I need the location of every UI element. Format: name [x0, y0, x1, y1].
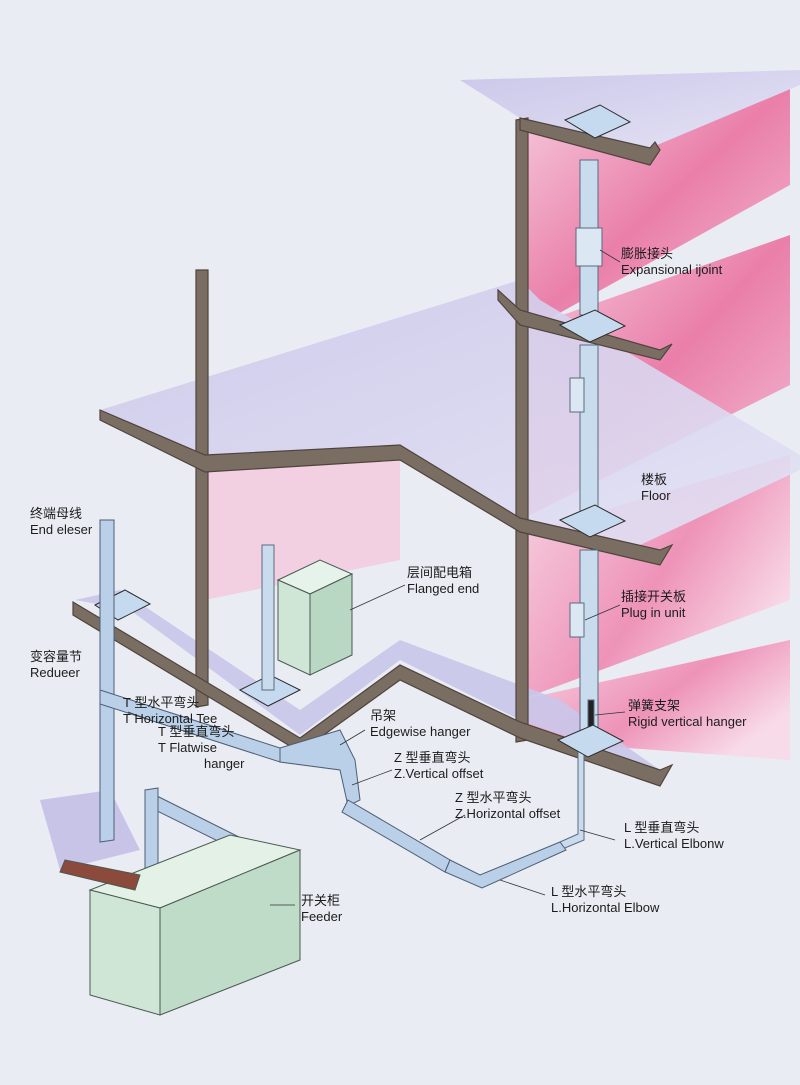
leader-expansion [599, 249, 621, 263]
run-l-elbow [444, 841, 567, 889]
column-left [195, 269, 209, 708]
beam-middle [497, 288, 673, 361]
leader-lines [127, 249, 626, 906]
collar-top [563, 104, 632, 139]
label-edgewise-hanger: 吊架 Edgewise hanger [370, 708, 471, 739]
distribution-box [261, 544, 354, 691]
beam-upper-zig [99, 409, 674, 566]
beam-lower-zig [72, 600, 674, 787]
box-side [309, 573, 353, 676]
label-z-horizontal-offset: Z 型水平弯头 Z.Horizontal offset [455, 790, 561, 821]
label-expansion-joint: 膨胀接头 Expansional ijoint [621, 246, 723, 277]
feeder-front [89, 889, 161, 1016]
label-plug-in-unit: 插接开关板 Plug in unit [621, 589, 687, 620]
leader-lvert [579, 829, 616, 841]
leader-edgewise [339, 729, 366, 746]
feeder-plinth [59, 859, 141, 891]
leader-flanged [349, 584, 406, 611]
label-l-horizontal-elbow: L 型水平弯头 L.Horizontal Elbow [551, 884, 660, 915]
leader-zvert [351, 769, 393, 786]
label-feeder: 开关柜 Feeder [301, 893, 343, 924]
slab-top [460, 70, 800, 148]
horizontal-run [99, 519, 567, 889]
leader-rigid [594, 711, 626, 716]
floor-slabs [40, 70, 800, 870]
feeder-cabinet [59, 834, 302, 1016]
label-flanged-end: 层间配电箱 Flanged end [407, 565, 480, 596]
slab-middle [100, 280, 800, 545]
column-right [515, 117, 529, 743]
slab-bottom-left [75, 590, 660, 770]
expansion-joint-box [575, 227, 603, 267]
plug-in-box-1 [569, 377, 585, 413]
collar-2 [558, 309, 627, 343]
label-rigid-vertical-hanger: 弹簧支架 Rigid vertical hanger [628, 698, 747, 729]
slab-feeder [40, 790, 140, 870]
box-front [277, 579, 311, 676]
leader-thor [127, 711, 151, 721]
structure-beams [72, 117, 674, 787]
beam-top [519, 117, 661, 166]
leader-zhor [419, 814, 466, 841]
plug-in-box-2 [569, 602, 585, 638]
run-left-vertical [99, 519, 115, 843]
riser-mid [579, 344, 599, 516]
leader-plug [584, 604, 621, 621]
label-end-closer: 终端母线 End eleser [30, 506, 93, 537]
wall-left-inner [205, 450, 400, 600]
floor-collars [93, 104, 632, 758]
vertical-riser [559, 159, 603, 851]
feeder-side [159, 849, 301, 1016]
collar-3 [558, 504, 627, 538]
box-link [261, 544, 275, 691]
run-z-horizontal [341, 799, 451, 873]
label-floor: 楼板 Floor [641, 472, 671, 503]
label-l-vertical-elbow: L 型垂直弯头 L.Vertical Elbonw [624, 820, 724, 851]
label-t-flatwise: T 型垂直弯头 T Flatwise hanger [158, 724, 245, 771]
label-t-horizontal-tee: T 型水平弯头 T Horizontal Tee [123, 695, 218, 726]
leader-lhor [499, 879, 546, 896]
label-z-vertical-offset: Z 型垂直弯头 Z.Vertical offset [394, 750, 484, 781]
collar-4 [556, 724, 625, 758]
label-reducer: 变容量节 Reduеer [30, 649, 83, 680]
